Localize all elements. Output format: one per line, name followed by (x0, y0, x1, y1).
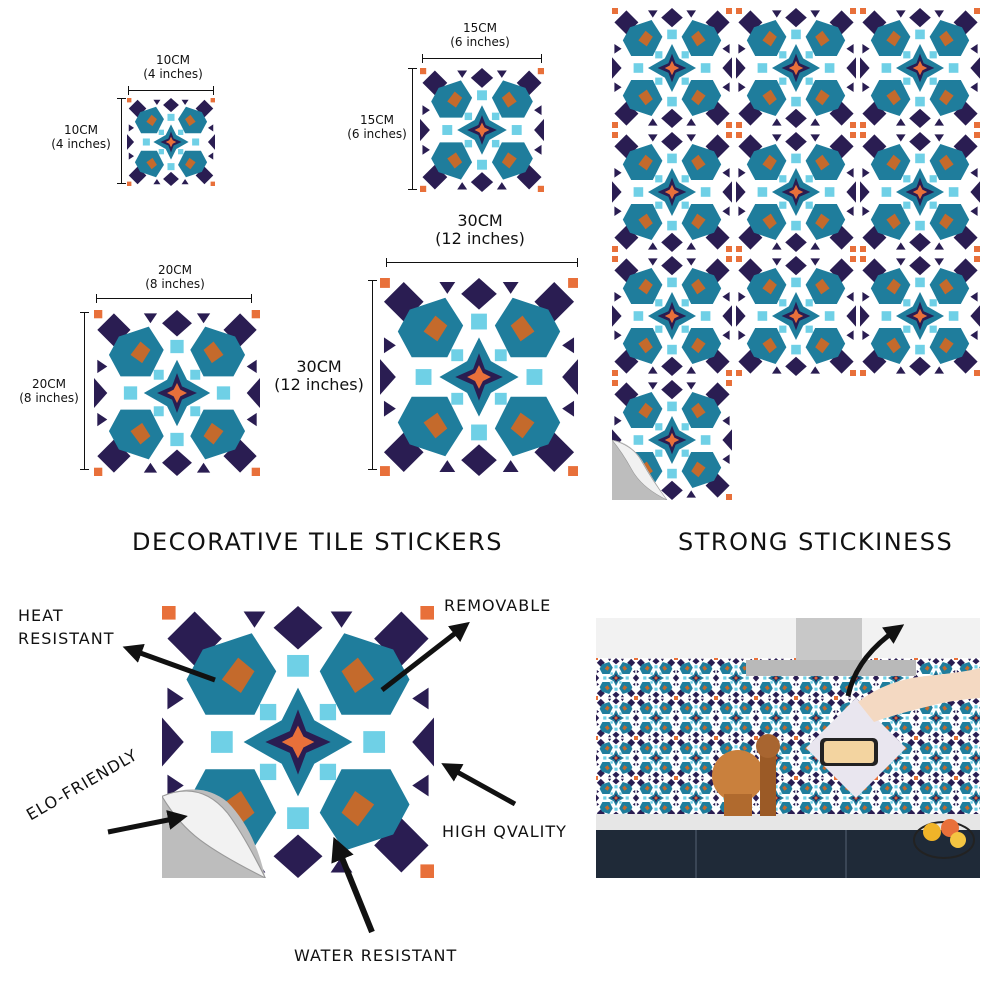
size-15-cm: 15CM (462, 21, 497, 35)
feature-heat-line1: HEAT (18, 606, 64, 625)
kitchen-photo (596, 618, 980, 878)
arrow-water (331, 836, 375, 934)
heading-strong-stickiness: STRONG STICKINESS (678, 528, 954, 556)
size-30-width-line (386, 258, 578, 267)
size-20-cm: 20CM (157, 263, 192, 277)
tile-peeling-small (612, 380, 732, 500)
size-15-inch: (6 inches) (450, 34, 510, 49)
size-30-height-inch: (12 inches) (274, 375, 364, 395)
size-20-inch: (8 inches) (145, 276, 205, 291)
size-10-cm: 10CM (155, 53, 190, 67)
size-30-height-label: 30CM (12 inches) (268, 357, 370, 395)
size-15-width-label: 15CM (6 inches) (425, 21, 535, 50)
size-30-inch: (12 inches) (435, 229, 525, 249)
feature-removable: REMOVABLE (444, 596, 552, 615)
feature-heat-line2: RESISTANT (18, 629, 115, 649)
size-20-height-cm: 20CM (31, 377, 66, 391)
arrow-removable (380, 621, 470, 692)
heading-decorative-tile-stickers: DECORATIVE TILE STICKERS (132, 528, 503, 556)
arrow-heat (122, 643, 216, 683)
arrow-eco (107, 810, 188, 835)
size-10-inch: (4 inches) (143, 66, 203, 81)
size-10-width-label: 10CM (4 inches) (128, 53, 218, 82)
size-20-width-line (96, 294, 252, 303)
size-15-height-label: 15CM (6 inches) (340, 113, 414, 142)
size-30-width-label: 30CM (12 inches) (410, 211, 550, 249)
size-20-height-inch: (8 inches) (19, 390, 79, 405)
size-15-height-cm: 15CM (359, 113, 394, 127)
feature-high-quality: HIGH QVALITY (442, 822, 567, 841)
size-20-width-label: 20CM (8 inches) (120, 263, 230, 292)
size-30-cm: 30CM (457, 211, 503, 230)
size-30-height-cm: 30CM (296, 357, 342, 376)
size-10-width-line (128, 86, 214, 95)
feature-heat-resistant: HEAT RESISTANT (18, 604, 114, 650)
size-15-height-inch: (6 inches) (347, 126, 407, 141)
size-10-height-line (117, 98, 126, 184)
feature-water-resistant: WATER RESISTANT (294, 946, 458, 965)
size-15-width-line (422, 54, 542, 63)
size-10-height-inch: (4 inches) (51, 136, 111, 151)
size-20-height-line (80, 312, 89, 470)
feature-tile (162, 606, 434, 878)
size-15-height-line (408, 68, 417, 190)
arrow-quality (441, 763, 517, 807)
size-30-height-line (368, 280, 377, 470)
size-10-height-cm: 10CM (63, 123, 98, 137)
size-20-height-label: 20CM (8 inches) (12, 377, 86, 406)
size-10-height-label: 10CM (4 inches) (44, 123, 118, 152)
